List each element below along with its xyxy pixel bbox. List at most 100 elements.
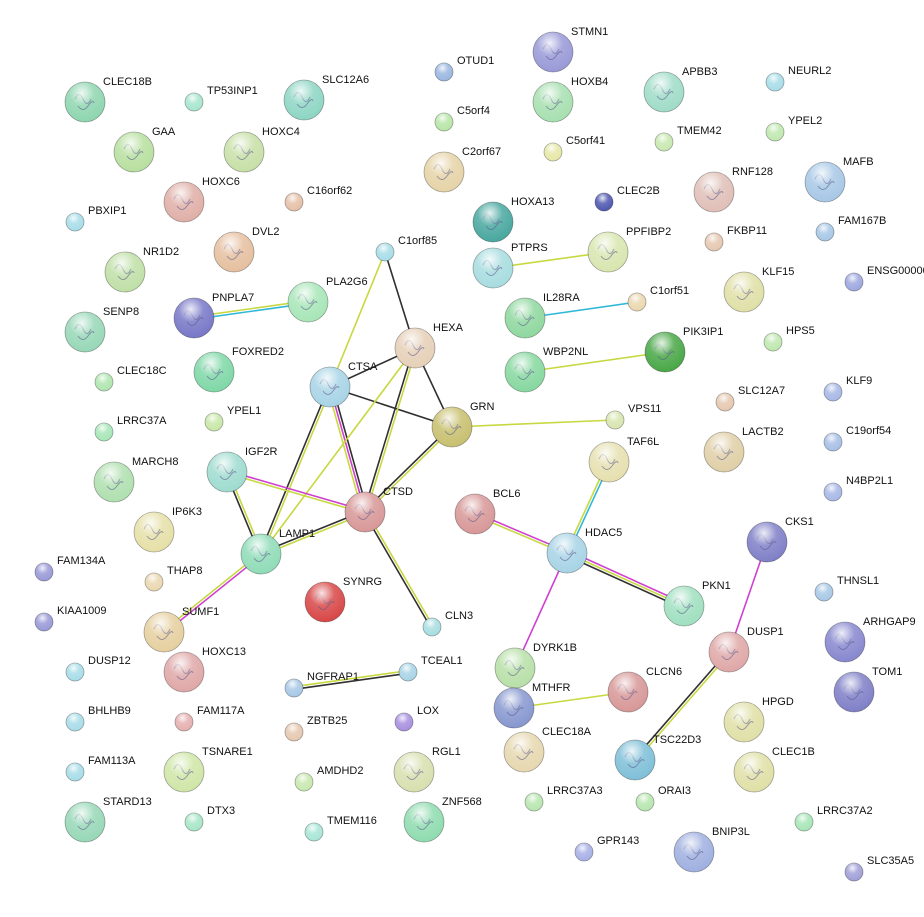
node-pla2g6[interactable]: PLA2G6 xyxy=(287,276,368,323)
node-taf6l[interactable]: TAF6L xyxy=(588,436,659,483)
node-ip6k3[interactable]: IP6K3 xyxy=(133,506,202,553)
node-tp53inp1[interactable]: TP53INP1 xyxy=(184,85,258,112)
node-mthfr[interactable]: MTHFR xyxy=(493,682,571,729)
node-slc12a7[interactable]: SLC12A7 xyxy=(715,385,785,412)
node-synrg[interactable]: SYNRG xyxy=(304,576,382,623)
node-c1orf51[interactable]: C1orf51 xyxy=(627,285,689,312)
node-klf9[interactable]: KLF9 xyxy=(823,375,872,402)
node-march8[interactable]: MARCH8 xyxy=(93,456,178,503)
node-ypel2[interactable]: YPEL2 xyxy=(765,115,822,142)
node-hexa[interactable]: HEXA xyxy=(394,322,464,369)
node-thap8[interactable]: THAP8 xyxy=(144,565,202,592)
node-bhlhb9[interactable]: BHLHB9 xyxy=(65,705,131,732)
node-n4bp2l1[interactable]: N4BP2L1 xyxy=(823,475,893,502)
node-lrrc37a[interactable]: LRRC37A xyxy=(94,415,167,442)
node-lamp1[interactable]: LAMP1 xyxy=(240,528,315,575)
node-clec18c[interactable]: CLEC18C xyxy=(94,365,167,392)
node-grn[interactable]: GRN xyxy=(431,401,495,448)
node-rnf128[interactable]: RNF128 xyxy=(693,166,773,213)
node-pik3ip1[interactable]: PIK3IP1 xyxy=(644,326,723,373)
node-stmn1[interactable]: STMN1 xyxy=(532,26,608,73)
node-dusp12[interactable]: DUSP12 xyxy=(65,655,131,682)
node-clec2b[interactable]: CLEC2B xyxy=(594,185,660,212)
node-c5orf4[interactable]: C5orf4 xyxy=(434,105,490,132)
node-ypel1[interactable]: YPEL1 xyxy=(204,405,261,432)
node-clec18a[interactable]: CLEC18A xyxy=(503,726,592,773)
node-ensg00000[interactable]: ENSG00000 xyxy=(844,265,924,292)
node-pkn1[interactable]: PKN1 xyxy=(663,580,731,627)
node-gpr143[interactable]: GPR143 xyxy=(574,835,639,862)
node-arhgap9[interactable]: ARHGAP9 xyxy=(824,616,916,663)
node-apbb3[interactable]: APBB3 xyxy=(643,66,717,113)
node-thnsl1[interactable]: THNSL1 xyxy=(814,575,879,602)
node-dvl2[interactable]: DVL2 xyxy=(213,226,280,273)
node-nr1d2[interactable]: NR1D2 xyxy=(104,246,179,293)
node-senp8[interactable]: SENP8 xyxy=(64,306,139,353)
node-c1orf85[interactable]: C1orf85 xyxy=(375,235,437,262)
node-ptprs[interactable]: PTPRS xyxy=(472,242,548,289)
node-zbtb25[interactable]: ZBTB25 xyxy=(284,715,347,742)
node-neurl2[interactable]: NEURL2 xyxy=(765,65,831,92)
node-c2orf67[interactable]: C2orf67 xyxy=(423,146,501,193)
node-orai3[interactable]: ORAI3 xyxy=(635,785,691,812)
node-rgl1[interactable]: RGL1 xyxy=(393,746,461,793)
node-foxred2[interactable]: FOXRED2 xyxy=(193,346,284,393)
node-amdhd2[interactable]: AMDHD2 xyxy=(294,765,363,792)
node-fam117a[interactable]: FAM117A xyxy=(174,705,245,732)
node-wbp2nl[interactable]: WBP2NL xyxy=(504,346,588,393)
node-clec18b[interactable]: CLEC18B xyxy=(64,76,152,123)
node-hoxc13[interactable]: HOXC13 xyxy=(163,646,246,693)
node-ngfrap1[interactable]: NGFRAP1 xyxy=(284,671,359,698)
node-tsnare1[interactable]: TSNARE1 xyxy=(163,746,253,793)
node-pnpla7[interactable]: PNPLA7 xyxy=(173,292,254,339)
node-otud1[interactable]: OTUD1 xyxy=(434,55,494,82)
node-igf2r[interactable]: IGF2R xyxy=(206,446,277,493)
node-slc35a5[interactable]: SLC35A5 xyxy=(844,855,914,882)
node-c5orf41[interactable]: C5orf41 xyxy=(543,135,605,162)
node-znf568[interactable]: ZNF568 xyxy=(403,796,482,843)
node-slc12a6[interactable]: SLC12A6 xyxy=(283,74,369,121)
node-fkbp11[interactable]: FKBP11 xyxy=(704,225,767,252)
node-tmem42[interactable]: TMEM42 xyxy=(654,125,722,152)
node-clcn6[interactable]: CLCN6 xyxy=(607,666,682,713)
node-fam113a[interactable]: FAM113A xyxy=(65,755,136,782)
node-hpgd[interactable]: HPGD xyxy=(723,696,794,743)
node-lrrc37a3[interactable]: LRRC37A3 xyxy=(524,785,603,812)
node-dtx3[interactable]: DTX3 xyxy=(184,805,235,832)
node-hoxc6[interactable]: HOXC6 xyxy=(163,176,240,223)
node-bnip3l[interactable]: BNIP3L xyxy=(673,826,750,873)
node-gaa[interactable]: GAA xyxy=(113,126,176,173)
node-lox[interactable]: LOX xyxy=(394,705,440,732)
node-fam134a[interactable]: FAM134A xyxy=(34,555,106,582)
node-tmem116[interactable]: TMEM116 xyxy=(304,815,377,842)
node-bcl6[interactable]: BCL6 xyxy=(454,488,521,535)
node-cks1[interactable]: CKS1 xyxy=(746,516,814,563)
node-lactb2[interactable]: LACTB2 xyxy=(703,426,784,473)
node-kiaa1009[interactable]: KIAA1009 xyxy=(34,605,107,632)
node-dusp1[interactable]: DUSP1 xyxy=(708,626,784,673)
node-cln3[interactable]: CLN3 xyxy=(422,610,473,637)
node-clec1b[interactable]: CLEC1B xyxy=(733,746,815,793)
node-hps5[interactable]: HPS5 xyxy=(763,325,815,352)
node-stard13[interactable]: STARD13 xyxy=(64,796,152,843)
node-hoxc4[interactable]: HOXC4 xyxy=(223,126,300,173)
node-tom1[interactable]: TOM1 xyxy=(833,666,902,713)
node-c19orf54[interactable]: C19orf54 xyxy=(823,425,891,452)
node-ctsa[interactable]: CTSA xyxy=(309,361,378,408)
node-tceal1[interactable]: TCEAL1 xyxy=(398,655,463,682)
node-dyrk1b[interactable]: DYRK1B xyxy=(494,642,577,689)
node-hoxa13[interactable]: HOXA13 xyxy=(472,196,554,243)
node-mafb[interactable]: MAFB xyxy=(804,156,874,203)
node-sumf1[interactable]: SUMF1 xyxy=(143,606,219,653)
node-tsc22d3[interactable]: TSC22D3 xyxy=(614,734,701,781)
node-fam167b[interactable]: FAM167B xyxy=(815,215,886,242)
node-hdac5[interactable]: HDAC5 xyxy=(546,527,622,574)
node-il28ra[interactable]: IL28RA xyxy=(504,292,580,339)
node-ctsd[interactable]: CTSD xyxy=(344,486,413,533)
node-pbxip1[interactable]: PBXIP1 xyxy=(65,205,127,232)
node-ppfibp2[interactable]: PPFIBP2 xyxy=(587,226,671,273)
node-lrrc37a2[interactable]: LRRC37A2 xyxy=(794,805,873,832)
node-vps11[interactable]: VPS11 xyxy=(605,403,661,430)
node-hoxb4[interactable]: HOXB4 xyxy=(532,76,608,123)
node-c16orf62[interactable]: C16orf62 xyxy=(284,185,352,212)
